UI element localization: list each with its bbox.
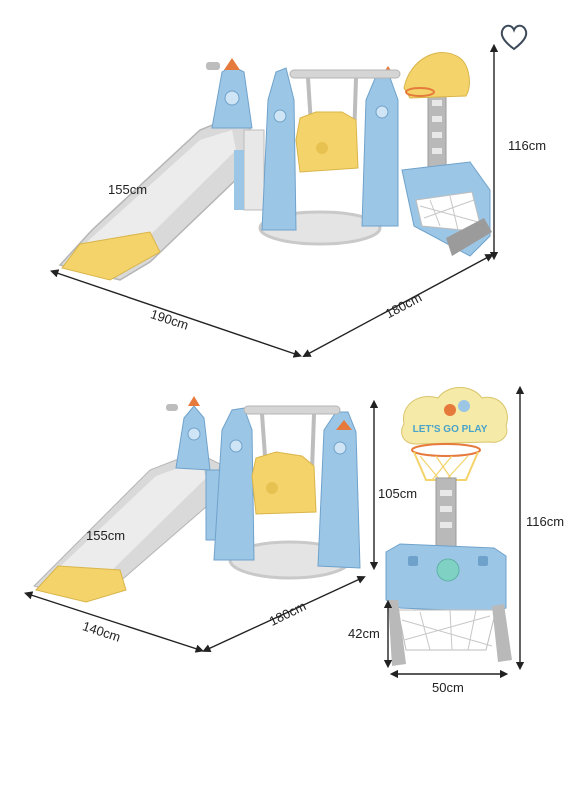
bottom-dimension-lines: [24, 399, 379, 653]
heart-icon: [500, 24, 528, 51]
top-width-label: 190cm: [148, 306, 191, 333]
bottom-height-label: 105cm: [378, 486, 418, 501]
hoop-height-label: 116cm: [526, 514, 565, 529]
favorite-button[interactable]: [498, 22, 530, 52]
bottom-slide-length-label: 155cm: [86, 528, 126, 543]
hoop-sign-text: LET'S GO PLAY: [413, 424, 488, 435]
top-playset: [58, 52, 492, 281]
hoop-dimension-lines: [383, 385, 525, 679]
top-slide-length-label: 155cm: [108, 182, 148, 197]
bottom-depth-label: 180cm: [266, 598, 309, 629]
top-height-label: 116cm: [508, 138, 547, 153]
goal-height-label: 42cm: [348, 626, 380, 641]
top-dimension-lines: [50, 43, 499, 358]
bottom-playset: [33, 396, 361, 603]
hoop-goal-unit: [385, 387, 512, 666]
bottom-width-label: 140cm: [80, 618, 123, 645]
top-depth-label: 180cm: [382, 289, 425, 322]
hoop-width-label: 50cm: [432, 680, 464, 695]
